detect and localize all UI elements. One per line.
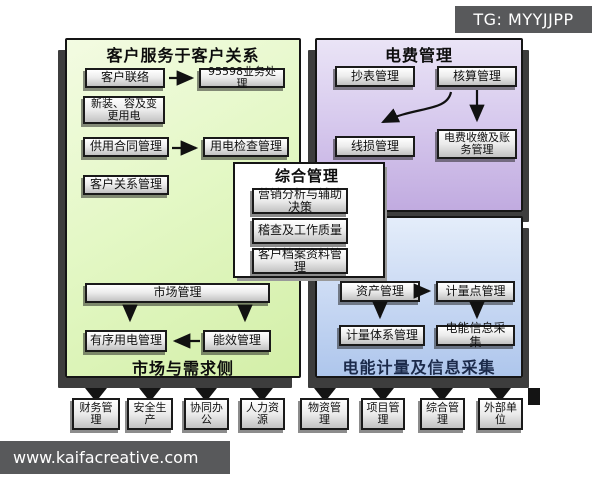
box-customer-archives: 客户档案资料管理 [252, 247, 348, 274]
telegram-badge: TG: MYYJJPP [455, 6, 592, 33]
panel-title-customer-service: 客户服务于客户关系 [106, 46, 260, 65]
box-market-management: 市场管理 [85, 283, 270, 303]
panel-caption-market-demand: 市场与需求侧 [131, 359, 234, 378]
bottom-box-safety: 安全生产 [127, 398, 173, 430]
box-metering-system: 计量体系管理 [339, 325, 425, 346]
box-marketing-analysis: 营销分析与辅助决策 [252, 187, 348, 214]
box-orderly-power: 有序用电管理 [85, 330, 167, 352]
bottom-box-collaboration: 协同办公 [184, 398, 229, 430]
box-power-inspection: 用电检查管理 [203, 137, 289, 157]
tap-finance [85, 388, 107, 398]
box-metering-point: 计量点管理 [436, 281, 515, 302]
box-audit-quality: 稽查及工作质量 [252, 218, 348, 244]
bottom-box-finance: 财务管理 [72, 398, 120, 430]
tap-projects [372, 388, 394, 398]
bus-end-stub [528, 388, 540, 405]
panel-title-comprehensive: 综合管理 [274, 167, 339, 185]
box-customer-relation: 客户关系管理 [83, 175, 169, 195]
box-new-install: 新装、容及变更用电 [83, 96, 165, 124]
bottom-box-projects: 项目管理 [361, 398, 405, 430]
panel-title-billing: 电费管理 [384, 46, 453, 65]
box-95598-service: 95598业务处理 [199, 65, 285, 90]
tap-collaboration [195, 388, 217, 398]
tap-hr [251, 388, 273, 398]
box-line-loss: 线损管理 [335, 136, 415, 157]
box-energy-efficiency: 能效管理 [203, 330, 271, 352]
bottom-box-hr: 人力资源 [240, 398, 285, 430]
tap-external [489, 388, 511, 398]
box-customer-contact: 客户联络 [85, 68, 165, 88]
watermark-url: www.kaifacreative.com [0, 441, 230, 474]
bottom-box-external: 外部单位 [478, 398, 523, 430]
box-meter-reading: 抄表管理 [335, 66, 415, 87]
tap-materials [314, 388, 336, 398]
tap-comprehensive [431, 388, 453, 398]
box-fee-collection: 电费收缴及账务管理 [437, 129, 517, 159]
tap-safety [139, 388, 161, 398]
bottom-box-comprehensive: 综合管理 [420, 398, 465, 430]
box-accounting: 核算管理 [437, 66, 517, 87]
box-energy-info-collection: 电能信息采集 [436, 321, 515, 348]
box-supply-contract: 供用合同管理 [83, 137, 169, 157]
bottom-box-materials: 物资管理 [300, 398, 349, 430]
box-asset-management: 资产管理 [340, 281, 420, 302]
panel-caption-energy-metering: 电能计量及信息采集 [342, 358, 496, 377]
